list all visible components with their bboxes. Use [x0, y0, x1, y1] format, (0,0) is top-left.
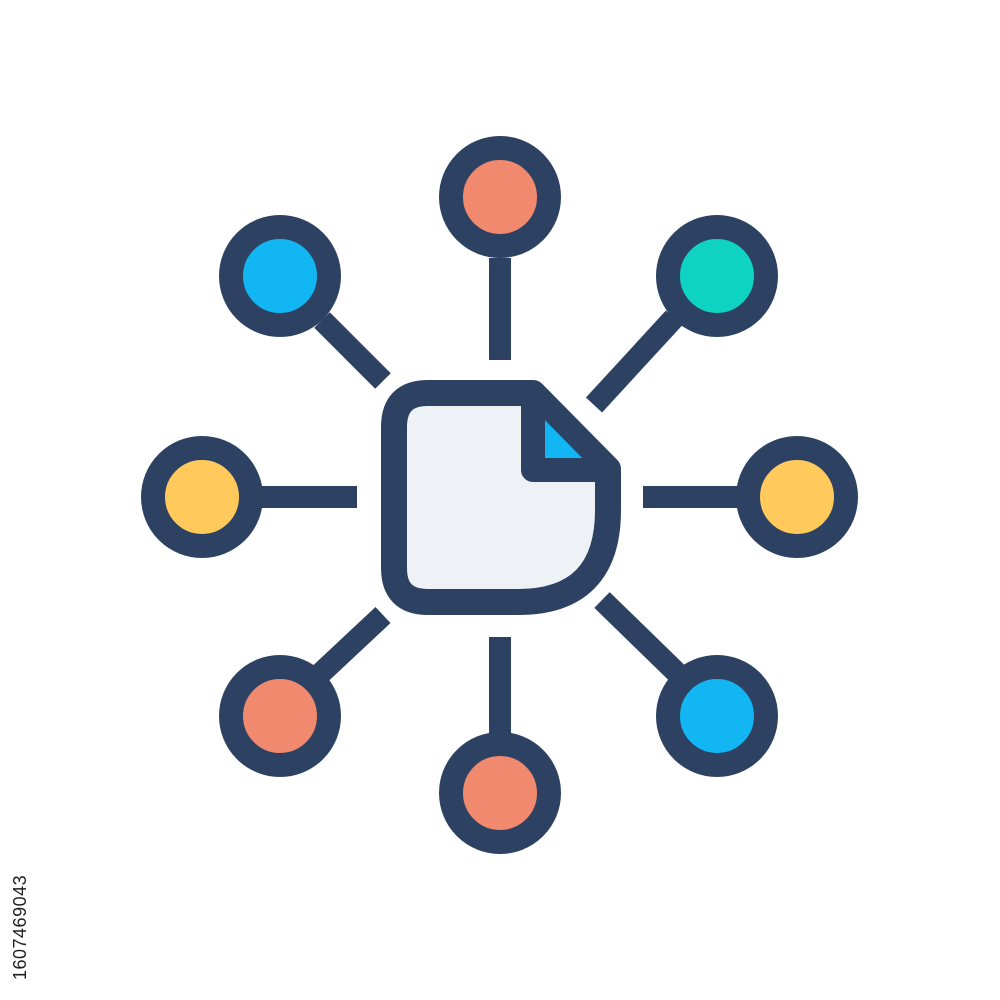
node-top-right	[656, 215, 778, 337]
node-top-left-connector	[314, 312, 391, 389]
node-bottom-left	[219, 655, 341, 777]
node-left	[141, 436, 263, 558]
node-bottom	[439, 732, 561, 854]
node-top-right-connector	[585, 310, 683, 413]
document-icon	[381, 380, 621, 615]
node-bottom-right	[656, 655, 778, 777]
document-fold-corner	[533, 408, 594, 470]
network-nodes	[141, 136, 858, 854]
stock-id-watermark: 1607469043	[10, 874, 30, 980]
node-bottom-left-connector	[312, 606, 391, 683]
connector-lines	[258, 258, 742, 735]
node-top	[439, 136, 561, 258]
node-bottom-right-connector	[594, 592, 685, 681]
document-body	[381, 380, 621, 615]
node-right	[736, 436, 858, 558]
document-fold-outline	[521, 398, 604, 482]
node-top-left	[219, 215, 341, 337]
